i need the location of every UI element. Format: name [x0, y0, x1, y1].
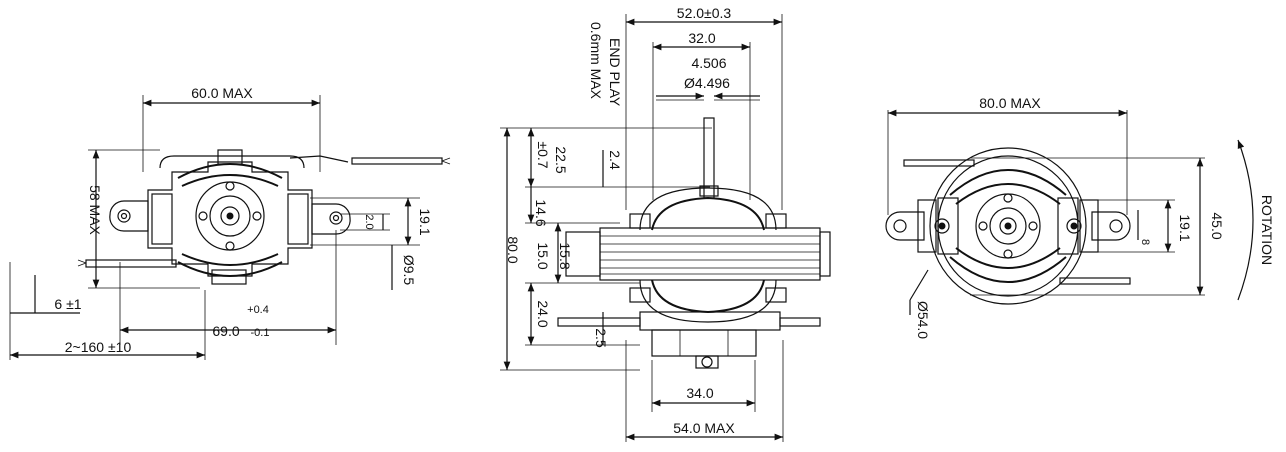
dim-stack-upper: 14.6	[533, 199, 549, 226]
dim-mid-width: 52.0±0.3	[677, 5, 732, 21]
dim-right-mount: 19.1	[1177, 214, 1193, 241]
dim-right-small: 8	[1139, 239, 1151, 245]
dim-shaft-len-tol: ±0.7	[535, 141, 551, 168]
dim-right-height: 45.0	[1209, 212, 1225, 239]
dim-hole-tol-minus: -0.1	[251, 327, 270, 339]
dim-right-frame-dia: Ø54.0	[915, 301, 931, 339]
dim-lead-length: 2~160 ±10	[65, 339, 132, 355]
dim-end-play-line2: 0.6mm MAX	[588, 22, 604, 100]
dim-shaft-len: 22.5	[553, 146, 569, 173]
dim-left-mount: 19.1	[417, 208, 433, 235]
front-view	[9, 95, 451, 360]
rear-view	[885, 109, 1254, 315]
dim-hole-spacing: 69.0	[212, 323, 239, 339]
dim-hole-tol-plus: +0.4	[247, 304, 269, 316]
dim-mid-height: 80.0	[505, 236, 521, 263]
dim-stack-mid-b: 15.0	[535, 242, 551, 269]
rotation-label: ROTATION	[1259, 195, 1275, 265]
dim-left-shaft-dia: Ø9.5	[401, 255, 417, 286]
dim-left-height: 58 MAX	[87, 185, 103, 235]
dim-shaft-dia-bottom: Ø4.496	[684, 75, 730, 91]
dim-base-width: 34.0	[686, 385, 713, 401]
dim-shaft-step: 2.4	[607, 150, 623, 170]
dim-right-width: 80.0 MAX	[979, 95, 1041, 111]
dim-stack-lower: 24.0	[535, 300, 551, 327]
dim-stack-mid-a: 15.8	[557, 242, 573, 269]
dim-shaft-dia-top: 4.506	[691, 55, 726, 71]
dim-end-play-line1: END PLAY	[607, 38, 623, 107]
dim-base-offset: 2.5	[593, 328, 609, 348]
dim-frame-width: 54.0 MAX	[673, 420, 735, 436]
side-view	[500, 14, 831, 442]
dim-left-width: 60.0 MAX	[191, 85, 253, 101]
dim-mid-inner: 32.0	[688, 30, 715, 46]
dim-left-shaft-offset: 2.0	[363, 214, 375, 229]
dim-lead-tip: 6 ±1	[54, 296, 81, 312]
